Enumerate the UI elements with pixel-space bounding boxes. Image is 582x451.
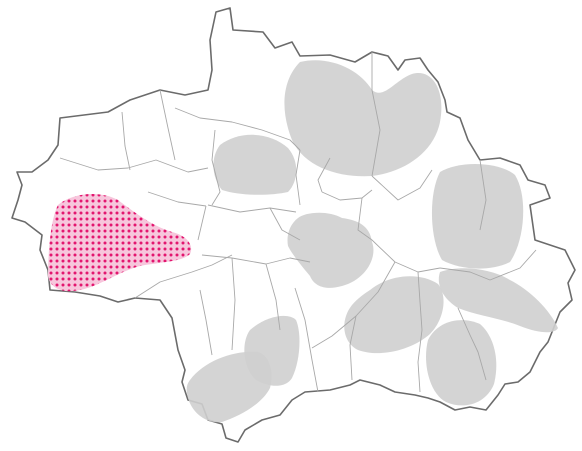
south-east-area-1 [344,276,444,354]
south-west-area [186,351,272,423]
shaded-areas [186,60,558,423]
district-lines [59,52,537,393]
west-area-highlight [48,193,192,292]
south-east-area-2 [438,268,558,333]
center-area [287,212,374,288]
south-east-area-3 [426,320,497,406]
north-area [213,134,297,195]
east-upper-area [431,164,524,269]
north-east-area [284,60,442,177]
